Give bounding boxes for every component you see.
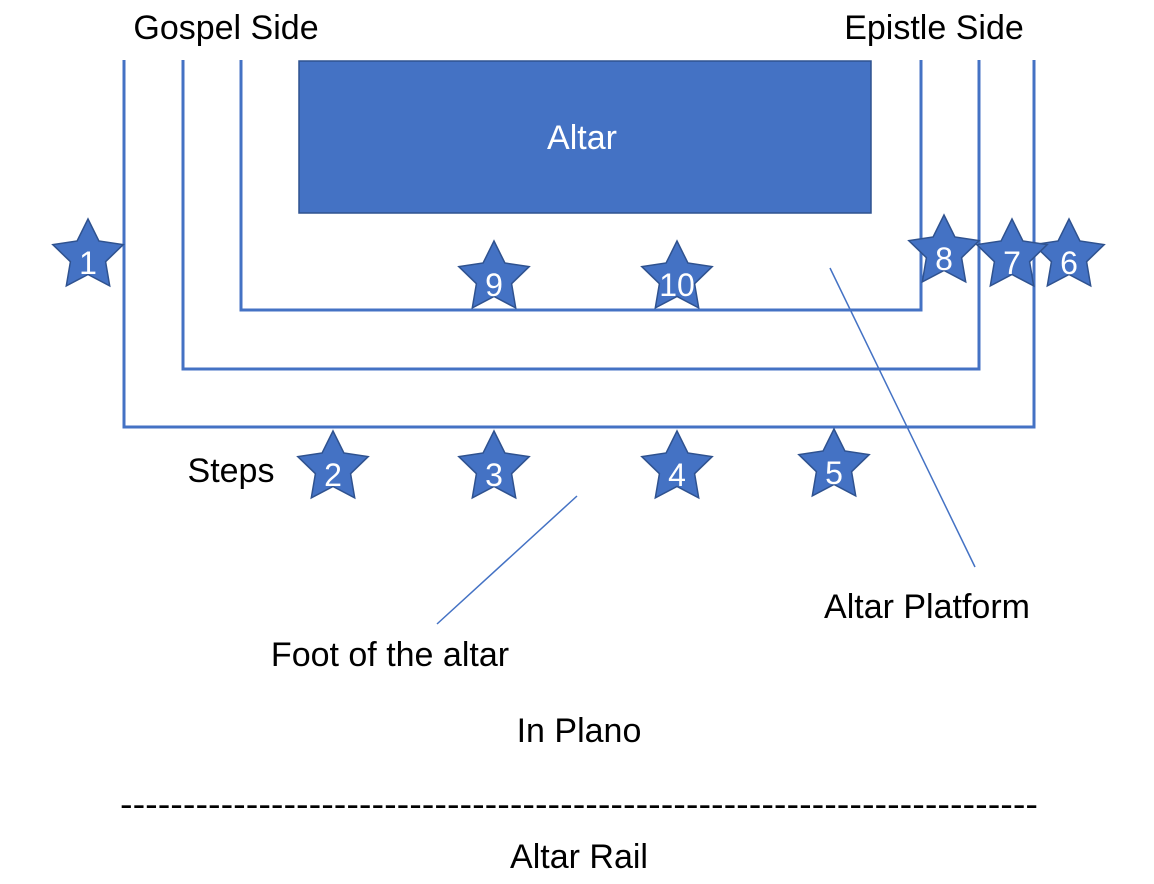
- position-star-8: 8: [907, 213, 981, 284]
- foot-of-altar-label: Foot of the altar: [271, 636, 509, 674]
- altar: Altar: [298, 60, 872, 214]
- altar-platform-label: Altar Platform: [824, 588, 1030, 626]
- star-icon: [640, 429, 714, 500]
- position-star-10: 10: [640, 239, 714, 310]
- star-number: 10: [659, 267, 695, 303]
- star-icon: [975, 217, 1049, 288]
- star-number: 8: [935, 241, 953, 277]
- star-number: 1: [79, 245, 97, 281]
- star-icon: [51, 217, 125, 288]
- position-star-7: 7: [975, 217, 1049, 288]
- position-star-1: 1: [51, 217, 125, 288]
- epistle-side-label: Epistle Side: [844, 9, 1024, 47]
- altar-rail-label: Altar Rail: [510, 838, 648, 876]
- position-star-5: 5: [797, 427, 871, 498]
- top-step-line: [239, 60, 923, 312]
- star-number: 9: [485, 267, 503, 303]
- foot-of-altar-leader: [436, 495, 578, 625]
- star-icon: [907, 213, 981, 284]
- star-number: 4: [668, 457, 686, 493]
- position-star-6: 6: [1032, 217, 1106, 288]
- middle-step-line: [181, 60, 981, 371]
- star-icon: [797, 427, 871, 498]
- position-star-3: 3: [457, 429, 531, 500]
- star-icon: [640, 239, 714, 310]
- altar-box: [298, 60, 872, 214]
- in-plano-label: In Plano: [517, 712, 642, 750]
- position-star-9: 9: [457, 239, 531, 310]
- star-number: 6: [1060, 245, 1078, 281]
- altar-platform-leader: [829, 267, 976, 568]
- altar-label: Altar: [547, 119, 617, 157]
- steps-label: Steps: [188, 452, 275, 490]
- star-number: 7: [1003, 245, 1021, 281]
- star-icon: [457, 239, 531, 310]
- star-number: 2: [324, 457, 342, 493]
- altar-rail-dashes: ----------------------------------------…: [120, 786, 1038, 824]
- position-star-2: 2: [296, 429, 370, 500]
- star-icon: [457, 429, 531, 500]
- star-number: 3: [485, 457, 503, 493]
- position-stars: 1 2 3 4 5 6 7: [51, 213, 1106, 500]
- gospel-side-label: Gospel Side: [133, 9, 318, 47]
- position-star-4: 4: [640, 429, 714, 500]
- star-icon: [296, 429, 370, 500]
- star-number: 5: [825, 455, 843, 491]
